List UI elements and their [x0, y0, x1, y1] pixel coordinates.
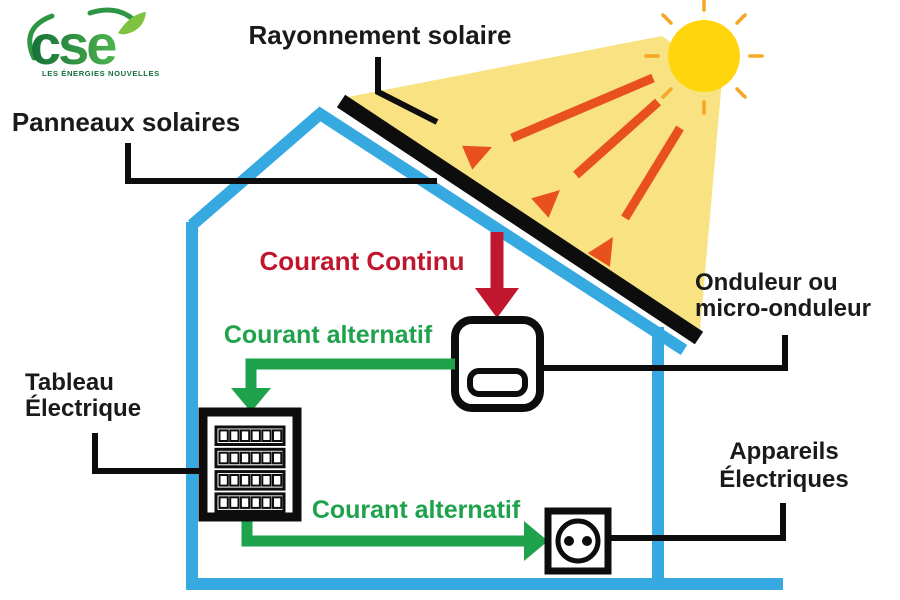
- breaker-switch: [272, 429, 283, 442]
- label-appareils-line1: Appareils: [729, 438, 838, 465]
- rayonnement-callout-line: [375, 57, 439, 125]
- label-onduleur-line1: Onduleur ou: [695, 269, 838, 296]
- breaker-switch: [250, 429, 261, 442]
- cse-logo: cse LES ÉNERGIES NOUVELLES: [27, 7, 160, 78]
- dc-arrow: [475, 232, 519, 318]
- label-tableau: Tableau Électrique: [25, 369, 141, 422]
- breaker-switch: [261, 429, 272, 442]
- label-courant-continu: Courant Continu: [259, 246, 464, 276]
- label-courant-alternatif-upper: Courant alternatif: [224, 321, 433, 349]
- breaker-switch: [250, 474, 261, 487]
- breaker-switch: [239, 429, 251, 442]
- breaker-switch: [239, 474, 251, 487]
- ac-arrow-lower: [241, 515, 548, 561]
- breaker-switch: [229, 429, 240, 442]
- breaker-switch: [261, 496, 272, 509]
- logo-tagline: LES ÉNERGIES NOUVELLES: [42, 69, 160, 78]
- label-appareils-line2: Électriques: [719, 465, 848, 493]
- label-appareils: Appareils Électriques: [719, 438, 848, 493]
- breaker-switch: [218, 429, 229, 442]
- label-panneaux-solaires: Panneaux solaires: [12, 107, 240, 137]
- breaker-switch: [272, 474, 283, 487]
- ac-arrow-upper: [231, 358, 455, 412]
- breaker-switch: [272, 451, 283, 465]
- label-courant-alternatif-lower: Courant alternatif: [312, 496, 521, 524]
- breaker-switch: [229, 474, 240, 487]
- panneaux-callout-line: [125, 143, 437, 184]
- label-rayonnement-solaire: Rayonnement solaire: [249, 20, 512, 50]
- inverter: [451, 316, 544, 412]
- appareils-callout-line: [608, 503, 786, 541]
- outlet-icon: [544, 507, 612, 575]
- house-roof: [188, 106, 688, 356]
- logo-swoosh-left: [27, 13, 55, 61]
- breaker-switch: [261, 474, 272, 487]
- label-tableau-line2: Électrique: [25, 394, 141, 422]
- house-left-wall-floor: [186, 222, 783, 590]
- label-onduleur-line2: micro-onduleur: [695, 295, 871, 322]
- solar-panel: [336, 94, 704, 345]
- breaker-switch: [239, 451, 251, 465]
- breaker-switch: [229, 451, 240, 465]
- label-tableau-line1: Tableau: [25, 369, 114, 396]
- electrical-panel: [198, 407, 302, 522]
- breaker-grid: [214, 425, 286, 513]
- tableau-callout-line: [92, 433, 203, 474]
- sun-icon: [644, 0, 764, 115]
- breaker-switch: [272, 496, 283, 509]
- label-onduleur: Onduleur ou micro-onduleur: [695, 269, 871, 322]
- breaker-switch: [261, 451, 272, 465]
- onduleur-callout-line: [540, 335, 788, 371]
- logo-brand-text: cse: [30, 13, 116, 76]
- sunbeam-shape: [348, 36, 722, 330]
- breaker-switch: [218, 451, 229, 465]
- breaker-switch: [229, 496, 240, 509]
- breaker-switch: [218, 496, 229, 509]
- breaker-switch: [239, 496, 251, 509]
- leaf-icon: [118, 12, 146, 35]
- radiation-arrows: [462, 73, 684, 267]
- breaker-switch: [250, 451, 261, 465]
- breaker-switch: [218, 474, 229, 487]
- breaker-switch: [250, 496, 261, 509]
